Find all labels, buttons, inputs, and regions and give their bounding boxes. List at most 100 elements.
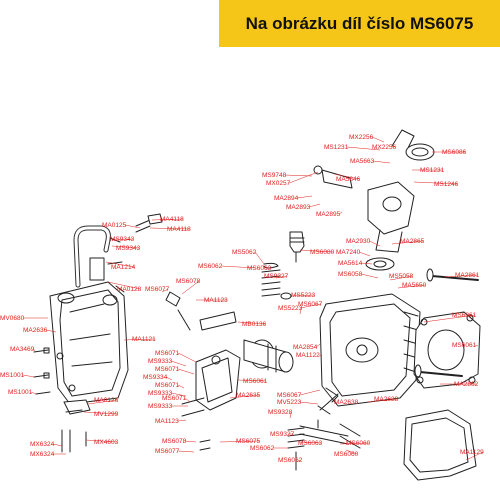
leader-line (237, 321, 266, 325)
leader-line (372, 136, 385, 143)
part-label: MS6067 (298, 301, 323, 308)
part-label: MA2893 (286, 204, 311, 211)
leader-line (181, 280, 200, 295)
leader-line (297, 195, 313, 199)
leader-line (105, 261, 135, 268)
part-label: MA7240 (336, 249, 361, 256)
part-label: MS9333 (148, 390, 173, 397)
leader-line (111, 238, 134, 241)
part-label: MA2862 (454, 381, 479, 388)
leader-line (389, 275, 413, 281)
part-label: MS6060 (346, 440, 371, 447)
part-label: MS6080 (310, 249, 335, 256)
leader-line (178, 384, 185, 389)
leader-line (161, 288, 169, 293)
part-label: MA1123 (204, 297, 228, 304)
leader-line (33, 348, 37, 353)
leader-line (309, 203, 321, 208)
part-label: MS9333 (148, 403, 173, 410)
part-label: MX6324 (30, 451, 55, 458)
part-label: MX2256 (372, 144, 397, 151)
part-label: MA1123 (155, 418, 179, 425)
leader-line (295, 459, 302, 463)
part-label: MS6071 (155, 382, 180, 389)
banner-title: Na obrázku díl číslo MS6075 (245, 14, 474, 33)
title-banner: Na obrázku díl číslo MS6075 (219, 0, 500, 47)
part-label: MX6324 (30, 441, 55, 448)
part-label: MA1122 (296, 352, 320, 359)
spark-plug (289, 231, 305, 263)
leader-line (229, 394, 260, 399)
leader-line (356, 401, 359, 405)
intake-manifold (313, 129, 435, 253)
part-label: MS6077 (145, 286, 170, 293)
part-label: MV5223 (277, 399, 302, 406)
part-label: MA3469 (10, 346, 35, 353)
leader-line (123, 338, 156, 341)
leader-line (423, 314, 476, 323)
part-label: MA5650 (402, 282, 427, 289)
leader-line (299, 249, 334, 253)
leader-line (46, 329, 57, 333)
part-label: MA2894 (274, 195, 299, 202)
part-label: MA5614 (338, 260, 363, 267)
leader-line (178, 450, 195, 453)
part-label: MS1246 (434, 181, 459, 188)
leader-line (397, 284, 426, 289)
part-label: MS6061 (243, 378, 268, 385)
leader-line (149, 227, 191, 230)
leader-line (85, 439, 118, 443)
leader-line (254, 251, 265, 265)
part-label: MS6061 (452, 312, 477, 319)
leader-line (171, 360, 187, 367)
part-label: MA2861 (455, 272, 480, 279)
part-label: MS9327 (270, 431, 295, 438)
part-label: MS6086 (442, 149, 467, 156)
head-gasket (413, 311, 481, 389)
rocker-assembly (181, 311, 241, 417)
valve (414, 268, 479, 378)
part-label: MS9748 (262, 172, 287, 179)
leader-line (319, 354, 323, 357)
leader-line (291, 294, 315, 297)
leader-line (391, 145, 396, 148)
part-label: MX4603 (94, 439, 119, 446)
part-label: MS6060 (334, 451, 359, 458)
part-label: MS1001 (8, 389, 33, 396)
part-label: MS6071 (155, 366, 180, 373)
part-label: MA2865 (400, 238, 425, 245)
leader-line (219, 440, 260, 443)
leader-line (369, 240, 381, 247)
part-label: MS6078 (176, 278, 201, 285)
part-label: MA5663 (350, 158, 375, 165)
leader-line (87, 399, 118, 405)
part-label: MX2256 (349, 134, 374, 141)
part-label: MS9343 (110, 236, 135, 243)
part-label: MV0680 (0, 315, 25, 322)
leader-line (221, 265, 257, 269)
part-label: MS6063 (247, 265, 272, 272)
part-label: MS6063 (298, 440, 323, 447)
leader-line (178, 368, 195, 375)
part-label: MA0125 (102, 222, 127, 229)
leader-line (361, 273, 379, 279)
part-label: MS1231 (420, 167, 445, 174)
valve-spring-set-left (261, 262, 305, 471)
leader-line (299, 303, 322, 309)
leader-line (185, 397, 191, 403)
leader-line (333, 173, 360, 180)
part-label: MS6058 (338, 271, 363, 278)
leader-line (299, 441, 322, 444)
leader-line (289, 171, 319, 184)
part-label: MS5058 (389, 273, 414, 280)
part-label: MA2854 (293, 344, 318, 351)
leader-line (367, 398, 398, 403)
leader-line (166, 376, 173, 381)
leader-line (23, 374, 35, 378)
head-cover (49, 281, 129, 405)
leader-line (53, 443, 63, 447)
part-label: MS9328 (268, 409, 293, 416)
leader-line (289, 411, 292, 419)
leader-line (347, 146, 381, 151)
studs (299, 387, 361, 449)
